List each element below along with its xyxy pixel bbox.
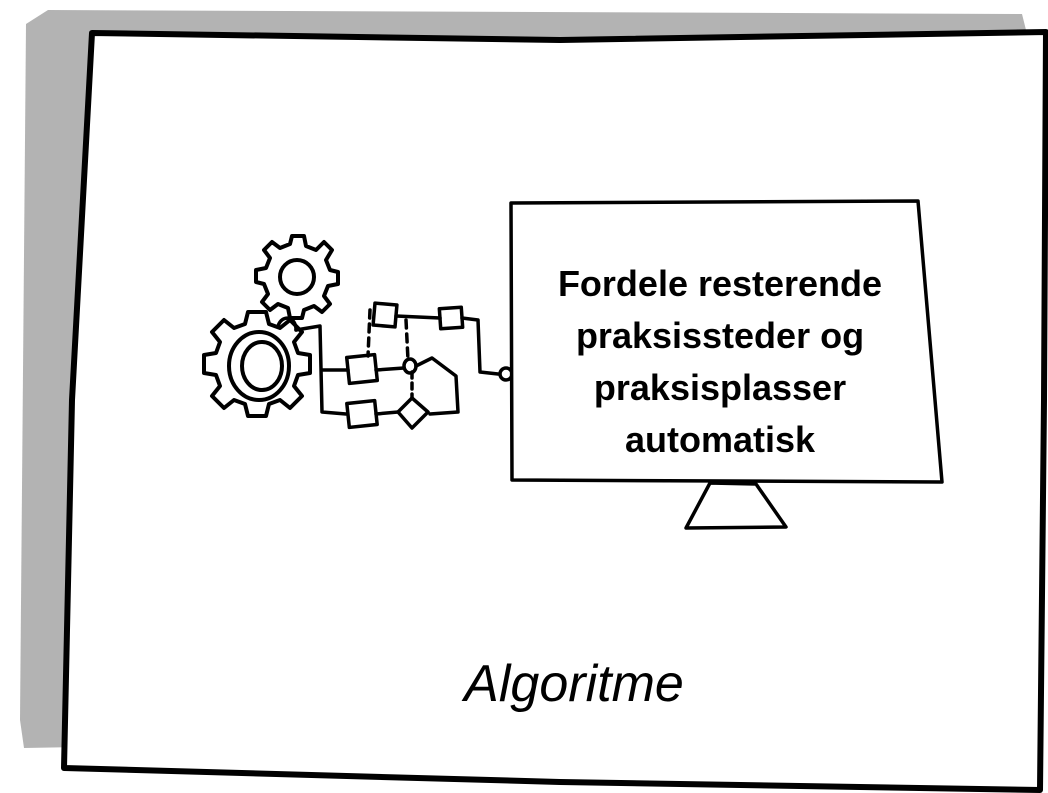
monitor-screen xyxy=(509,199,944,484)
monitor-label-line-3: praksisplasser xyxy=(593,367,847,408)
small-gear-icon xyxy=(254,234,340,320)
monitor-label-line-1: Fordele resterende xyxy=(557,263,883,304)
monitor-label: Fordele resterende praksissteder og prak… xyxy=(516,258,924,466)
monitor-icon xyxy=(509,199,944,530)
monitor-label-line-4: automatisk xyxy=(624,419,816,460)
large-gear-icon xyxy=(202,310,312,418)
monitor-label-line-2: praksissteder og xyxy=(575,315,865,356)
card-caption: Algoritme xyxy=(464,655,684,713)
monitor-stand xyxy=(684,481,788,530)
flowchart-icon xyxy=(276,301,514,430)
